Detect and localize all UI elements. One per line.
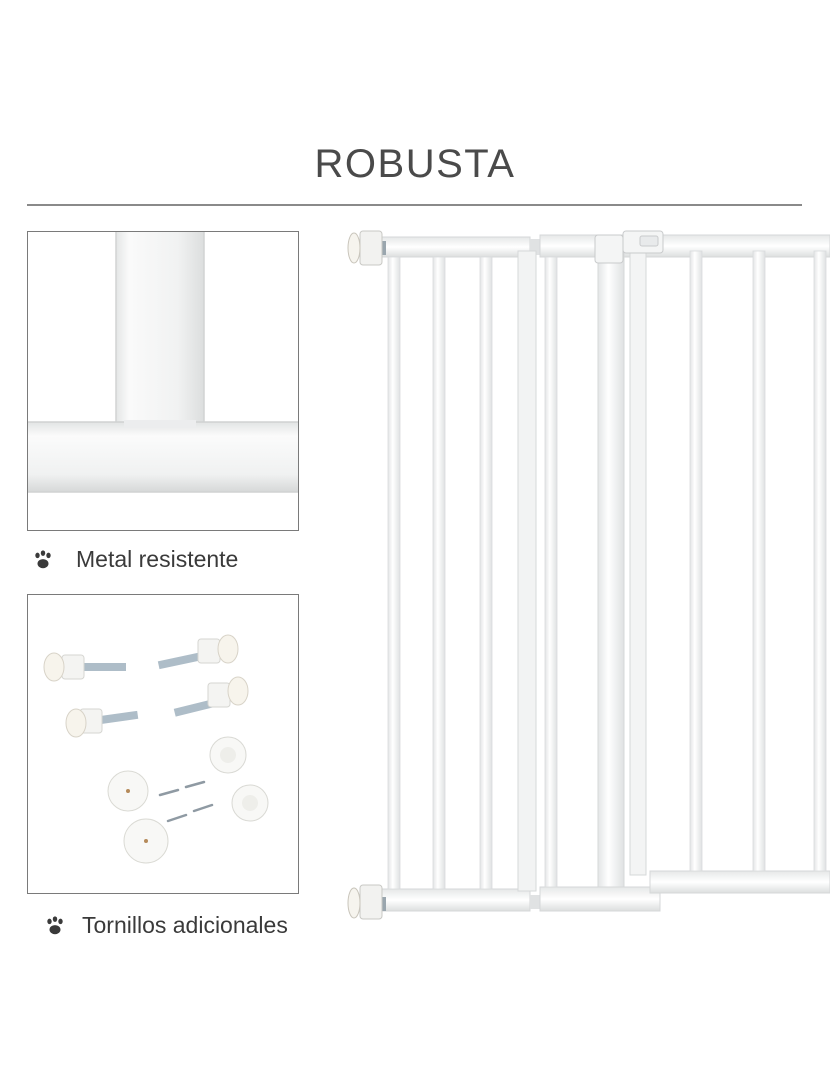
adjuster-bolt	[65, 708, 139, 738]
paw-icon	[47, 915, 63, 934]
adjuster-bolt	[173, 676, 249, 717]
page-title: ROBUSTA	[314, 142, 516, 186]
wall-cup	[209, 736, 247, 774]
feature-metal: Metal resistente	[32, 546, 238, 573]
wall-disc	[123, 818, 169, 864]
wall-disc	[107, 770, 149, 812]
wall-cup	[231, 784, 269, 822]
title-divider	[27, 204, 802, 206]
adjuster-bolt	[43, 652, 126, 682]
metal-closeup-image	[27, 231, 299, 531]
screws-image	[27, 594, 299, 894]
feature-label: Tornillos adicionales	[82, 912, 288, 938]
gate-image	[340, 225, 830, 930]
feature-label: Metal resistente	[76, 546, 239, 572]
feature-screws: Tornillos adicionales	[44, 912, 288, 939]
pressure-knob	[347, 884, 386, 920]
adjuster-bolt	[157, 634, 239, 670]
screw	[158, 780, 214, 823]
pressure-knob	[347, 230, 386, 266]
paw-icon	[35, 549, 51, 568]
